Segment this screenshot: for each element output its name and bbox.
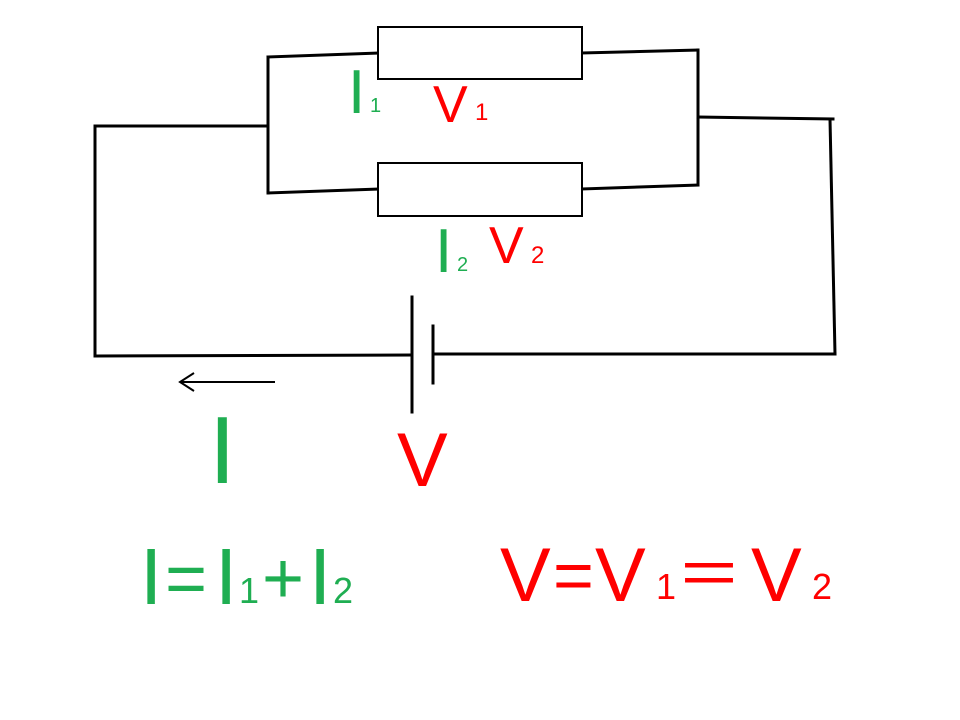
label-v1-sub: 1 (475, 99, 488, 126)
label-i1: I (348, 58, 365, 127)
wire-top-branch-left (266, 51, 380, 59)
resistor-icon (377, 26, 583, 80)
label-source-voltage: V (397, 418, 448, 503)
eq-current-I2: I (309, 532, 331, 621)
eq-current-equals: = (165, 539, 207, 619)
arrow-left-icon (178, 372, 275, 392)
eq-voltage-equals2: ＝ (676, 538, 742, 612)
wire-bottom-left (93, 353, 414, 358)
resistor-icon (377, 162, 583, 217)
wire-bottom-branch-left (266, 187, 380, 195)
label-i2: I (435, 217, 452, 286)
equation-voltage: V = V 1 ＝ V 2 (500, 533, 832, 618)
label-i1-sub: 1 (370, 95, 381, 117)
wire-right-top (696, 115, 835, 121)
wire-bottom-branch-right (580, 183, 700, 191)
eq-voltage-sub1: 1 (656, 566, 676, 607)
eq-voltage-sub2: 2 (812, 566, 832, 607)
eq-voltage-V1: V (595, 533, 646, 618)
eq-voltage-V2: V (751, 533, 802, 618)
eq-current-I1: I (215, 532, 237, 621)
eq-current-sub2: 2 (333, 570, 353, 611)
wire-right-vertical (828, 117, 837, 356)
label-v2-sub: 2 (531, 242, 544, 269)
eq-current-plus: + (262, 539, 304, 619)
label-i2-sub: 2 (457, 254, 468, 276)
label-v1: V (433, 76, 468, 134)
eq-current-I: I (140, 532, 162, 621)
label-v2: V (489, 217, 524, 275)
label-total-current: I (209, 397, 236, 504)
equation-current: I = I 1 + I 2 (140, 532, 353, 621)
wire-top-branch-right (580, 48, 700, 55)
eq-voltage-V: V (500, 533, 551, 618)
battery-icon (410, 295, 435, 414)
eq-voltage-equals: = (553, 536, 594, 614)
eq-current-sub1: 1 (239, 570, 259, 611)
